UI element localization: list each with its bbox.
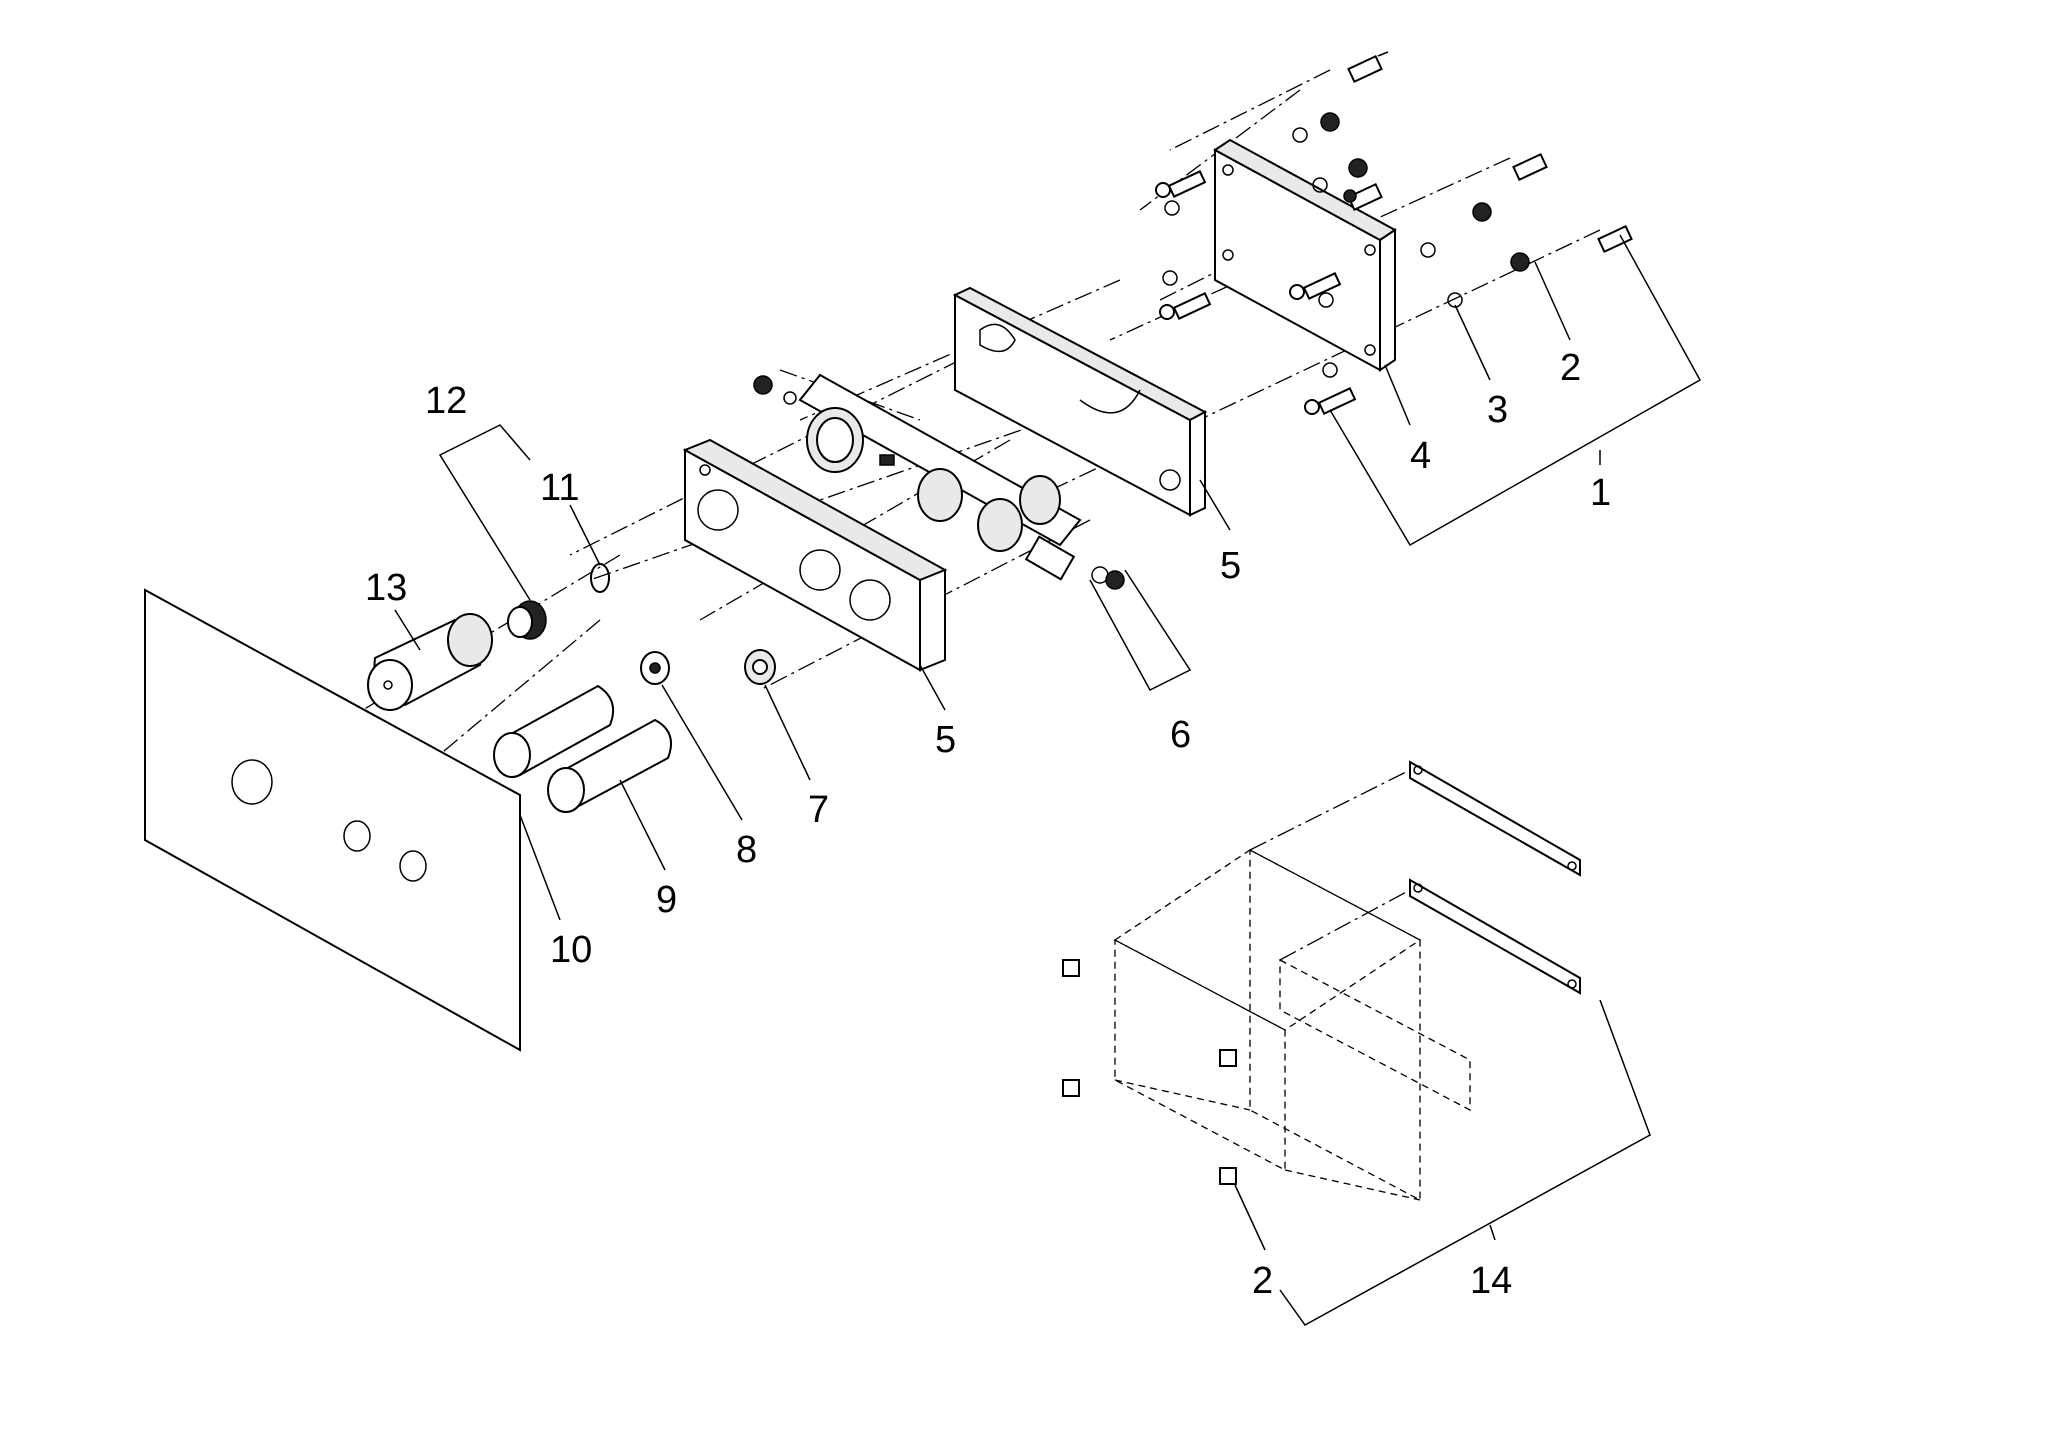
valve-screw: [753, 375, 797, 405]
screw: [1159, 292, 1212, 320]
valve-outlet-part-6: [1024, 535, 1125, 590]
callout-14: 14: [1470, 1260, 1512, 1302]
handle-part-13: [367, 613, 493, 711]
callout-2: 2: [1560, 347, 1581, 389]
cap-part-8: [640, 651, 670, 685]
handle-part-9-a: [493, 684, 614, 778]
insulation-block-part-5-upper: [952, 286, 1208, 517]
leader-lines: [394, 234, 1702, 1326]
screw: [1289, 272, 1342, 300]
screw: [1155, 170, 1207, 198]
wall-anchor: [1347, 51, 1389, 84]
rail-lower: [1409, 878, 1581, 995]
callout-5-lower: 5: [935, 719, 956, 761]
wall-anchor: [1512, 152, 1548, 182]
cap-part-7: [744, 649, 776, 685]
mounting-frame-part-4: [1213, 138, 1397, 372]
handle-part-9-b: [547, 718, 672, 813]
callout-6: 6: [1170, 714, 1191, 756]
installation-frame-part-14: [1062, 760, 1581, 1202]
screw: [1304, 387, 1357, 415]
cover-plate-part-10: [144, 588, 521, 1052]
callout-1: 1: [1590, 472, 1611, 514]
fasteners-group: [1155, 51, 1633, 415]
callouts: 1 2 3 4 5 5 6 7 8 9 10 11 12 13 2 14: [365, 347, 1611, 1302]
cartridge-part-12: [507, 600, 547, 640]
rail-upper: [1409, 760, 1581, 877]
wall-anchor: [1597, 224, 1633, 254]
ring-part-11: [590, 563, 610, 593]
callout-3: 3: [1487, 389, 1508, 431]
callout-13: 13: [365, 567, 407, 609]
callout-4: 4: [1410, 435, 1431, 477]
wall-anchor: [1347, 182, 1383, 212]
callout-7: 7: [808, 789, 829, 831]
valve-body: [753, 373, 1125, 590]
callout-9: 9: [656, 879, 677, 921]
callout-8: 8: [736, 829, 757, 871]
callout-10: 10: [550, 929, 592, 971]
insulation-block-part-5-lower: [682, 438, 948, 672]
callout-12: 12: [425, 380, 467, 422]
callout-2-bottom: 2: [1252, 1260, 1273, 1302]
callout-5-upper: 5: [1220, 545, 1241, 587]
callout-11: 11: [540, 467, 579, 509]
